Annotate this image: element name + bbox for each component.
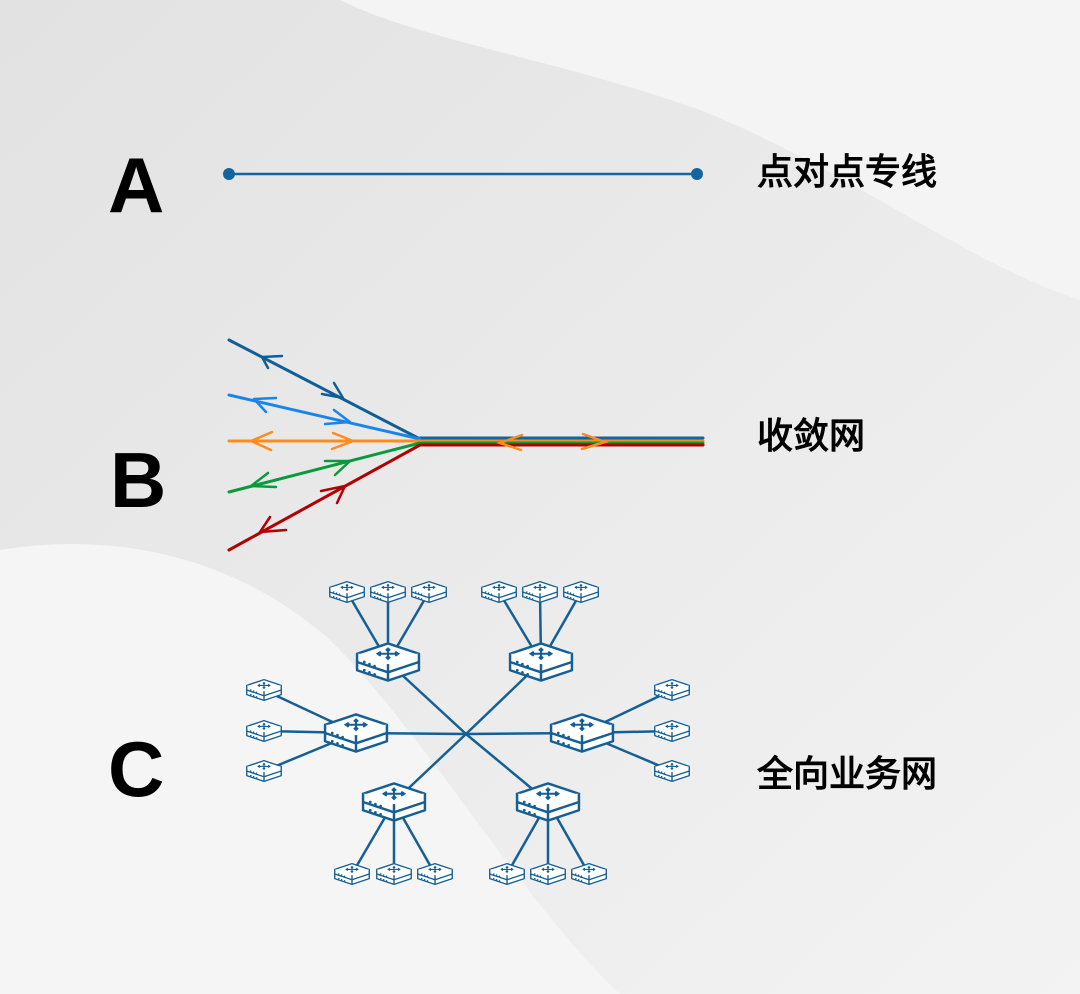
switch-icon [481, 580, 517, 604]
router-icon [361, 782, 427, 822]
switch-icon [246, 678, 282, 702]
switch-icon [334, 862, 370, 886]
label-point-to-point: 点对点专线 [757, 152, 938, 193]
switch-icon [411, 580, 447, 604]
label-full-service: 全向业务网 [757, 754, 938, 795]
switch-icon [376, 862, 412, 886]
row-letter-a: A [108, 141, 165, 229]
switch-icon [530, 862, 566, 886]
row-letter-b: B [110, 436, 167, 524]
convergence-network [227, 338, 705, 552]
switch-icon [370, 580, 406, 604]
switch-icon [329, 580, 365, 604]
switch-icon [563, 580, 599, 604]
router-icon [355, 642, 421, 682]
switch-icon [522, 580, 558, 604]
switch-icon [654, 678, 690, 702]
switch-icon [246, 759, 282, 783]
router-icon [515, 782, 581, 822]
full-service-network [246, 580, 690, 886]
trunk-arrows [496, 432, 609, 452]
switch-icon [246, 719, 282, 743]
switch-icon [654, 759, 690, 783]
point-to-point-line [223, 168, 703, 180]
router-icon [323, 713, 389, 753]
switch-icon [571, 862, 607, 886]
switch-icon [489, 862, 525, 886]
switch-icon [417, 862, 453, 886]
switch-icon [654, 719, 690, 743]
label-convergence: 收敛网 [757, 416, 866, 457]
router-icon [508, 642, 574, 682]
row-letter-c: C [108, 725, 165, 813]
router-icon [549, 713, 615, 753]
